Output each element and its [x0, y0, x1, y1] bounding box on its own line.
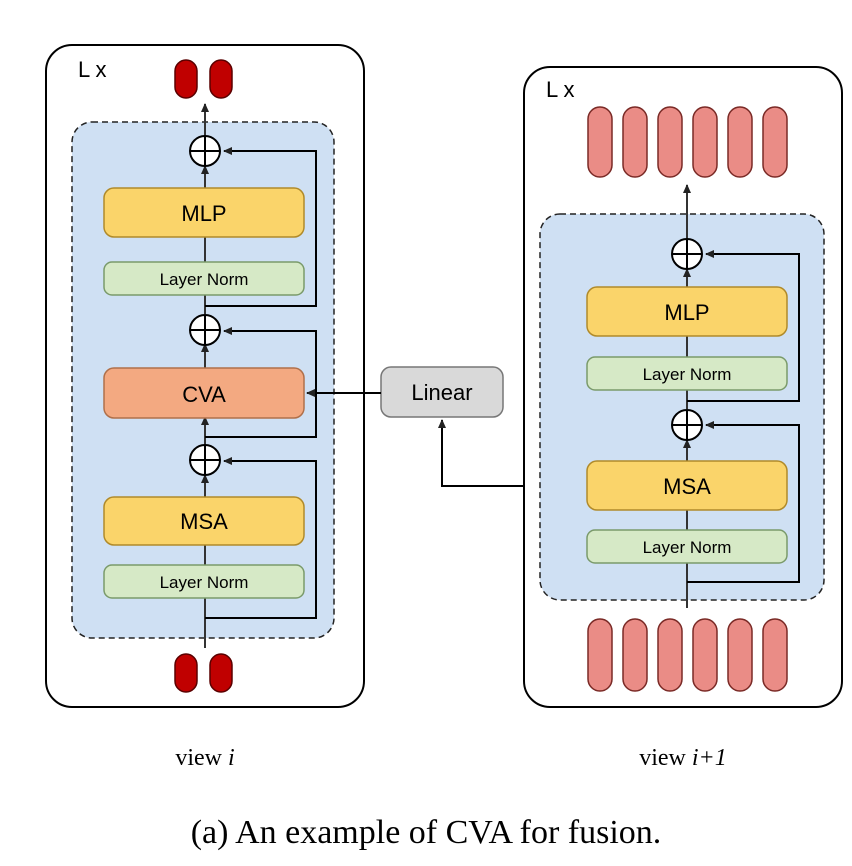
right-input-token: [727, 618, 753, 692]
right-repeat-label: L x: [546, 77, 575, 102]
left-cva-box: CVA: [103, 367, 305, 419]
right-output-token: [727, 106, 753, 178]
left-layer-norm-bottom: Layer Norm: [103, 564, 305, 599]
right-output-token: [692, 106, 718, 178]
left-input-token: [209, 653, 233, 693]
left-residual-lines: [205, 147, 317, 619]
left-add-node-icon: [189, 444, 221, 476]
left-view-label: view i: [175, 745, 234, 771]
svg-text:MSA: MSA: [663, 474, 711, 499]
left-output-token: [209, 59, 233, 99]
svg-text:Layer Norm: Layer Norm: [643, 365, 732, 384]
right-output-token: [657, 106, 683, 178]
left-input-token: [174, 653, 198, 693]
svg-text:Layer Norm: Layer Norm: [160, 270, 249, 289]
right-add-node-icon: [671, 238, 703, 270]
left-transformer-block: L x: [45, 44, 365, 771]
right-input-token: [762, 618, 788, 692]
right-layer-norm-top: Layer Norm: [586, 356, 788, 391]
linear-box: Linear: [380, 366, 504, 418]
right-output-token: [587, 106, 613, 178]
left-msa-box: MSA: [103, 496, 305, 546]
right-residual-lines: [687, 250, 800, 583]
right-input-token: [692, 618, 718, 692]
right-output-token: [622, 106, 648, 178]
right-input-token: [657, 618, 683, 692]
left-add-node-icon: [189, 135, 221, 167]
right-msa-box: MSA: [586, 460, 788, 511]
figure-caption: (a) An example of CVA for fusion.: [191, 814, 662, 851]
right-input-token: [587, 618, 613, 692]
left-add-node-icon: [189, 314, 221, 346]
left-repeat-label: L x: [78, 57, 107, 82]
svg-text:MLP: MLP: [664, 300, 709, 325]
svg-text:MSA: MSA: [180, 509, 228, 534]
right-layer-norm-bottom: Layer Norm: [586, 529, 788, 564]
svg-text:Layer Norm: Layer Norm: [160, 573, 249, 592]
left-output-token: [174, 59, 198, 99]
right-transformer-block: L x: [523, 66, 843, 771]
right-view-label: view i+1: [639, 745, 727, 771]
right-add-node-icon: [671, 409, 703, 441]
svg-text:MLP: MLP: [181, 201, 226, 226]
right-output-token: [762, 106, 788, 178]
svg-text:CVA: CVA: [182, 382, 226, 407]
right-input-token: [622, 618, 648, 692]
right-mlp-box: MLP: [586, 286, 788, 337]
left-layer-norm-top: Layer Norm: [103, 261, 305, 296]
left-mlp-box: MLP: [103, 187, 305, 238]
svg-text:Layer Norm: Layer Norm: [643, 538, 732, 557]
svg-text:Linear: Linear: [411, 380, 472, 405]
